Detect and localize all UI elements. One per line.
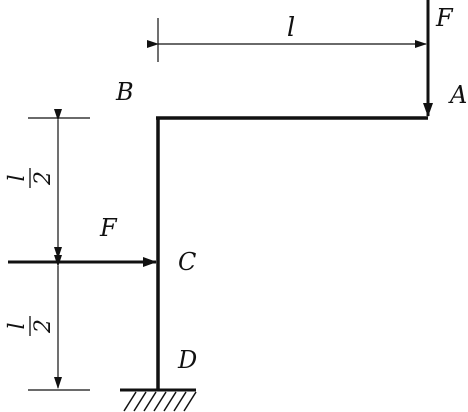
label-force-side: F — [99, 214, 118, 242]
label-point-a: A — [448, 81, 467, 109]
fraction-upper-denominator: 2 — [31, 171, 56, 186]
fraction-lower-numerator: l — [5, 322, 30, 329]
dimension-top — [147, 18, 427, 62]
fraction-lower-denominator: 2 — [31, 319, 56, 334]
fraction-lower: l 2 — [5, 316, 56, 336]
dimension-left — [28, 109, 90, 391]
fixed-support — [120, 388, 197, 412]
label-point-d: D — [177, 346, 197, 374]
label-top-length: l — [287, 13, 295, 43]
label-point-c: C — [178, 248, 196, 276]
label-force-top: F — [435, 4, 454, 32]
fraction-upper: l 2 — [5, 168, 56, 188]
fraction-upper-numerator: l — [5, 174, 30, 181]
label-point-b: B — [115, 78, 134, 106]
